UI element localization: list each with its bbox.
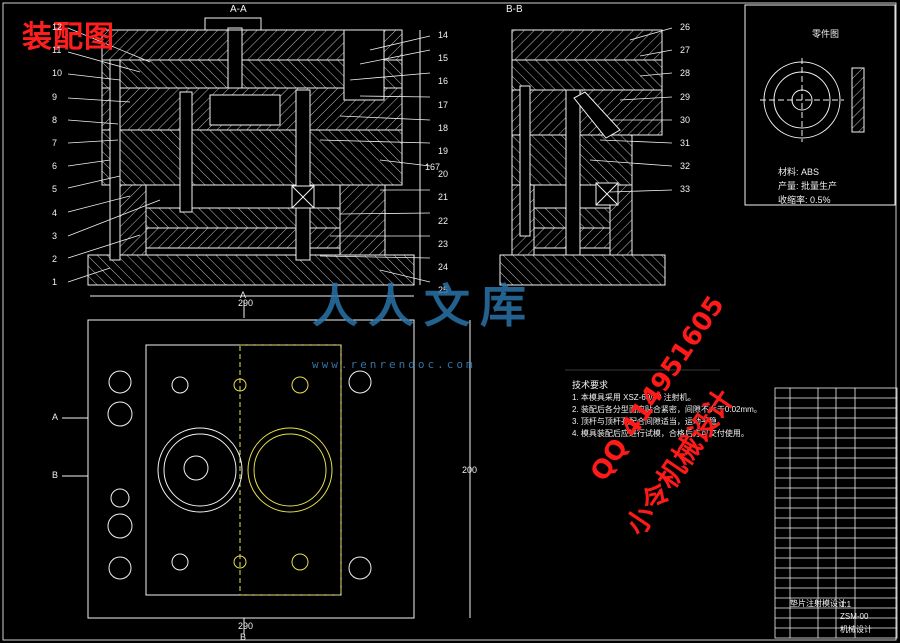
part-number-label: 20 (438, 169, 449, 180)
part-drawing-label: 零件图 (812, 29, 840, 39)
tech-req-line: 4. 模具装配后应进行试模，合格后方可交付使用。 (572, 429, 749, 438)
section-view-aa (87, 17, 421, 297)
part-number-label: 17 (438, 99, 449, 110)
part-number-label: 15 (438, 53, 449, 64)
title-block-drawing-no: ZSM-00 (840, 612, 869, 621)
title-block-school: 机械设计 (840, 625, 872, 634)
shrink-label: 收缩率: 0.5% (778, 195, 831, 205)
watermark-logo: 人人文库 (312, 279, 536, 333)
part-number-label: 16 (438, 76, 449, 87)
tech-req-title: 技术要求 (572, 380, 609, 390)
part-number-label: 19 (438, 146, 449, 156)
part-number-label: 3 (52, 230, 58, 241)
parts-list-table (774, 387, 898, 639)
part-number-label: 10 (52, 68, 63, 79)
drawing-title: 装配图 (22, 20, 115, 55)
plan-view (62, 300, 471, 634)
part-number-label: 6 (52, 161, 58, 172)
tech-req-line: 3. 顶杆与顶杆孔配合间隙适当，运动平稳。 (572, 417, 725, 426)
dimension-height-right: 167 (425, 162, 441, 172)
section-mark-a-top: A (240, 290, 247, 300)
production-label: 产量: 批量生产 (778, 181, 838, 191)
dimension-height-plan: 200 (462, 465, 478, 475)
section-mark-a-left: A (52, 412, 59, 422)
material-label: 材料: ABS (778, 167, 820, 177)
part-number-label: 33 (680, 184, 691, 195)
part-number-label: 2 (52, 254, 58, 264)
part-number-label: 18 (438, 122, 449, 133)
part-number-label: 22 (438, 215, 449, 226)
section-mark-b-bottom: B (240, 632, 247, 642)
part-number-label: 28 (680, 68, 691, 79)
part-drawing (744, 4, 896, 206)
part-number-label: 27 (680, 45, 691, 56)
part-number-label: 9 (52, 91, 58, 102)
section-label-bb: B-B (506, 4, 523, 15)
part-number-label: 29 (680, 91, 691, 102)
part-number-label: 14 (438, 30, 449, 40)
dimension-width-top: 290 (238, 298, 254, 308)
part-number-label: 1 (52, 277, 58, 288)
part-number-label: 32 (680, 161, 691, 172)
part-number-label: 21 (438, 192, 449, 203)
part-number-label: 4 (52, 207, 58, 218)
part-number-label: 25 (438, 285, 449, 296)
part-number-label: 11 (52, 45, 62, 56)
section-mark-b-left: B (52, 470, 59, 480)
part-number-label: 5 (52, 184, 58, 195)
section-view-bb (499, 29, 666, 286)
part-number-label: 31 (680, 138, 691, 148)
leaders-mid (319, 35, 431, 283)
part-number-label: 24 (438, 262, 449, 272)
watermark-url: www.renrendoc.com (312, 358, 476, 371)
title-block-name: 垫片注射模设计 (790, 599, 846, 608)
part-number-label: 23 (438, 238, 449, 249)
part-number-label: 12 (52, 22, 63, 32)
part-number-label: 26 (680, 22, 691, 32)
part-number-label: 30 (680, 114, 691, 125)
tech-req-line: 2. 装配后各分型面应贴合紧密，间隙不大于0.02mm。 (572, 405, 762, 414)
part-number-label: 8 (52, 114, 58, 125)
title-block-scale: 1:1 (840, 600, 852, 609)
dimension-width-bottom: 290 (238, 621, 254, 631)
section-label-aa: A-A (230, 4, 247, 15)
leaders-left (67, 27, 161, 283)
part-number-label: 7 (52, 138, 58, 148)
tech-req-line: 1. 本模具采用 XSZ-60/40 注射机。 (572, 393, 696, 402)
leaders-right (589, 27, 673, 193)
